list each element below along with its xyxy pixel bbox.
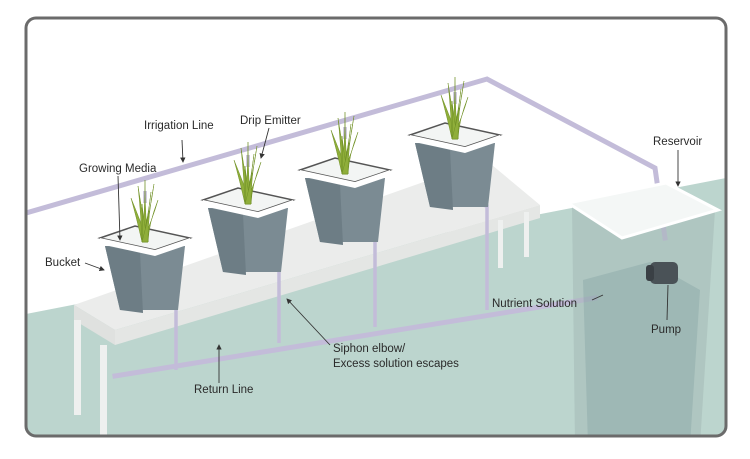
label-arrows xyxy=(84,127,681,383)
label-reservoir: Reservoir xyxy=(653,136,702,148)
bucket xyxy=(200,141,296,275)
label-irrigation-line: Irrigation Line xyxy=(144,120,214,132)
label-drip-emitter: Drip Emitter xyxy=(240,115,301,127)
bucket xyxy=(407,76,503,210)
bucket xyxy=(297,111,393,245)
label-siphon-elbow: Siphon elbow/ xyxy=(333,343,406,355)
table xyxy=(74,160,540,436)
label-pump: Pump xyxy=(651,324,681,336)
label-return-line: Return Line xyxy=(194,384,253,396)
return-line xyxy=(112,295,598,379)
label-nutrient-solution: Nutrient Solution xyxy=(492,298,577,310)
pump-device xyxy=(646,262,678,284)
reservoir xyxy=(564,181,723,436)
label-growing-media: Growing Media xyxy=(79,163,157,175)
label-bucket: Bucket xyxy=(45,257,81,269)
frame xyxy=(24,16,728,438)
bucket xyxy=(97,179,193,313)
label-excess-solution: Excess solution escapes xyxy=(333,358,459,370)
